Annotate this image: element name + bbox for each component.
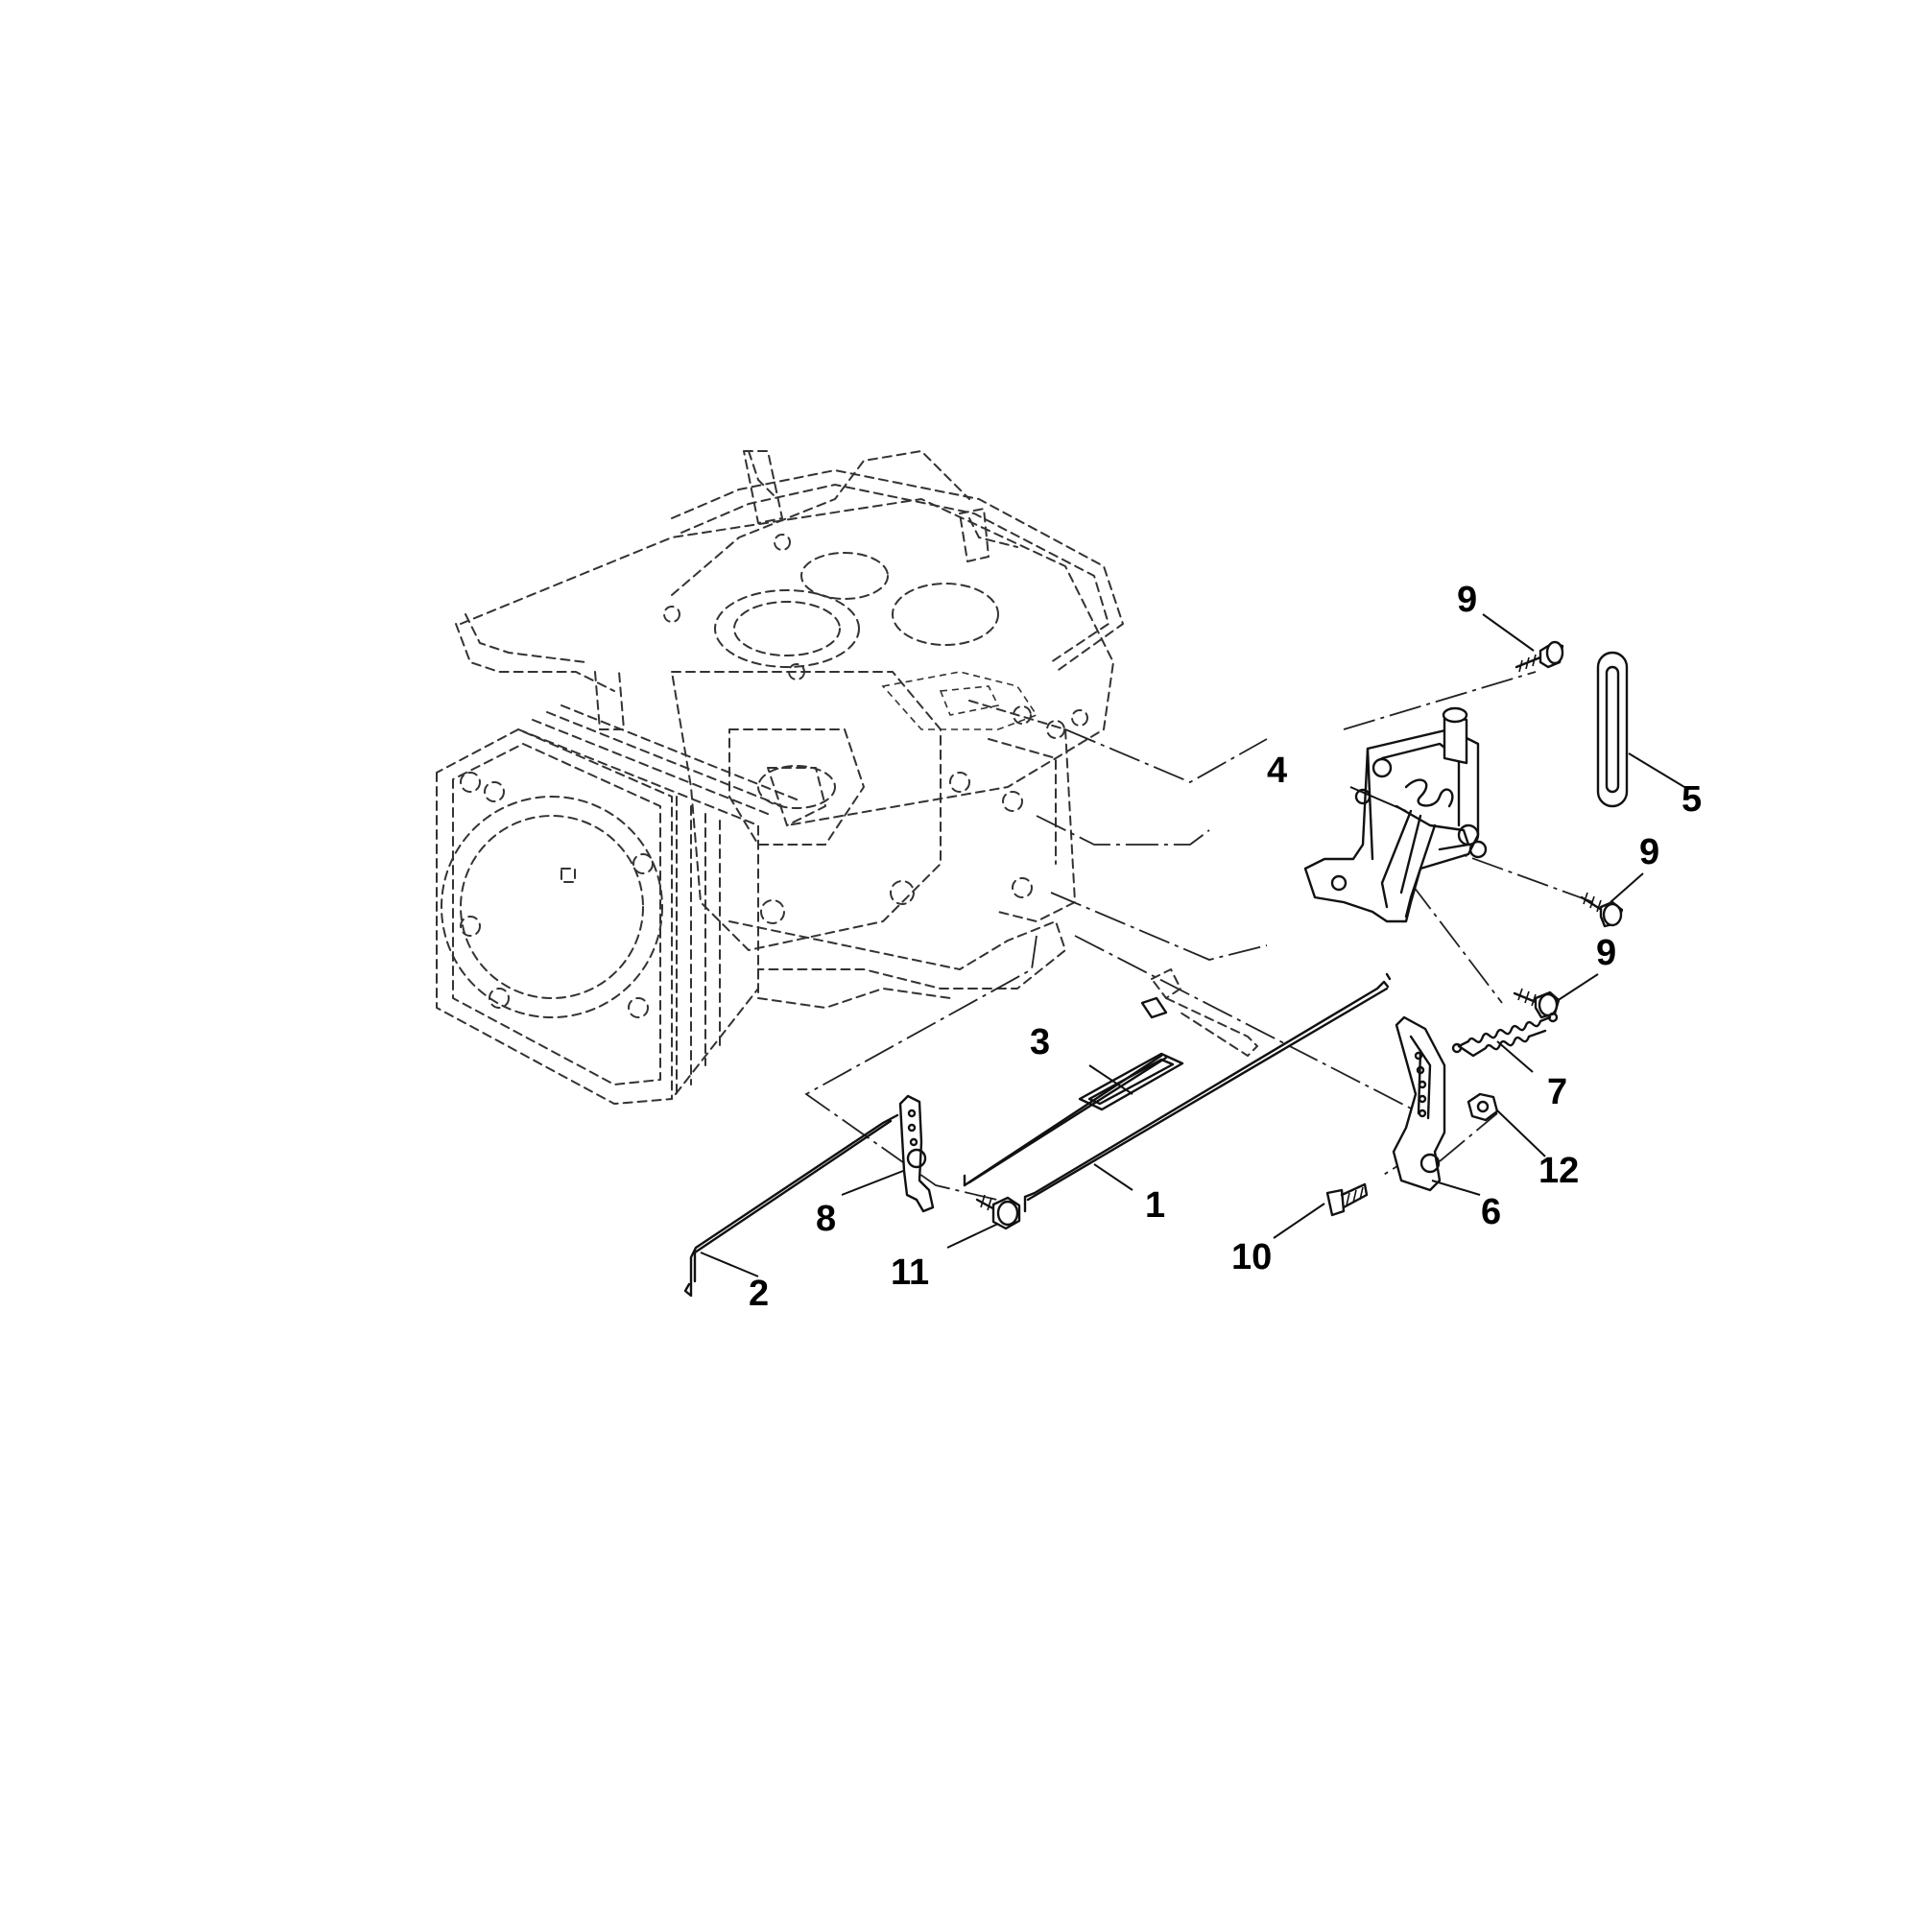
callout-2: 2 [749,1274,769,1314]
throttle-shaft-detail [1140,968,1258,1057]
callout-7: 7 [1547,1072,1567,1112]
callout-5: 5 [1682,779,1702,820]
part-11-shoulder-bolt [975,1194,1021,1230]
callout-8: 8 [816,1199,836,1239]
part-9-bolt-top [1515,640,1564,673]
callout-10: 10 [1231,1237,1272,1277]
callout-3: 3 [1030,1022,1050,1062]
part-1-governor-rod [1023,972,1392,1213]
part-2-choke-rod [683,1054,1168,1298]
part-9-bolt-mid [1580,892,1624,928]
callout-labels: 9 4 5 9 9 7 12 6 10 1 3 8 11 2 [749,580,1702,1314]
part-5-slotted-plate [1596,651,1629,808]
callout-9-mid: 9 [1639,832,1659,872]
engine-block-outline [436,450,1124,1105]
callout-leader-lines [700,613,1685,1277]
callout-9-low: 9 [1596,933,1616,973]
callout-6: 6 [1481,1192,1501,1232]
part-3-gasket [1078,1052,1184,1111]
part-8-choke-lever [898,1094,935,1213]
part-10-bolt [1325,1182,1369,1217]
callout-4: 4 [1267,751,1287,791]
callout-9-top: 9 [1457,580,1477,620]
part-4-control-bracket [1303,706,1488,923]
callout-11: 11 [891,1252,929,1293]
part-6-throttle-lever [1392,1015,1446,1192]
callout-12: 12 [1538,1151,1579,1191]
part-7-tension-spring [1451,1012,1559,1058]
callout-1: 1 [1145,1185,1165,1226]
